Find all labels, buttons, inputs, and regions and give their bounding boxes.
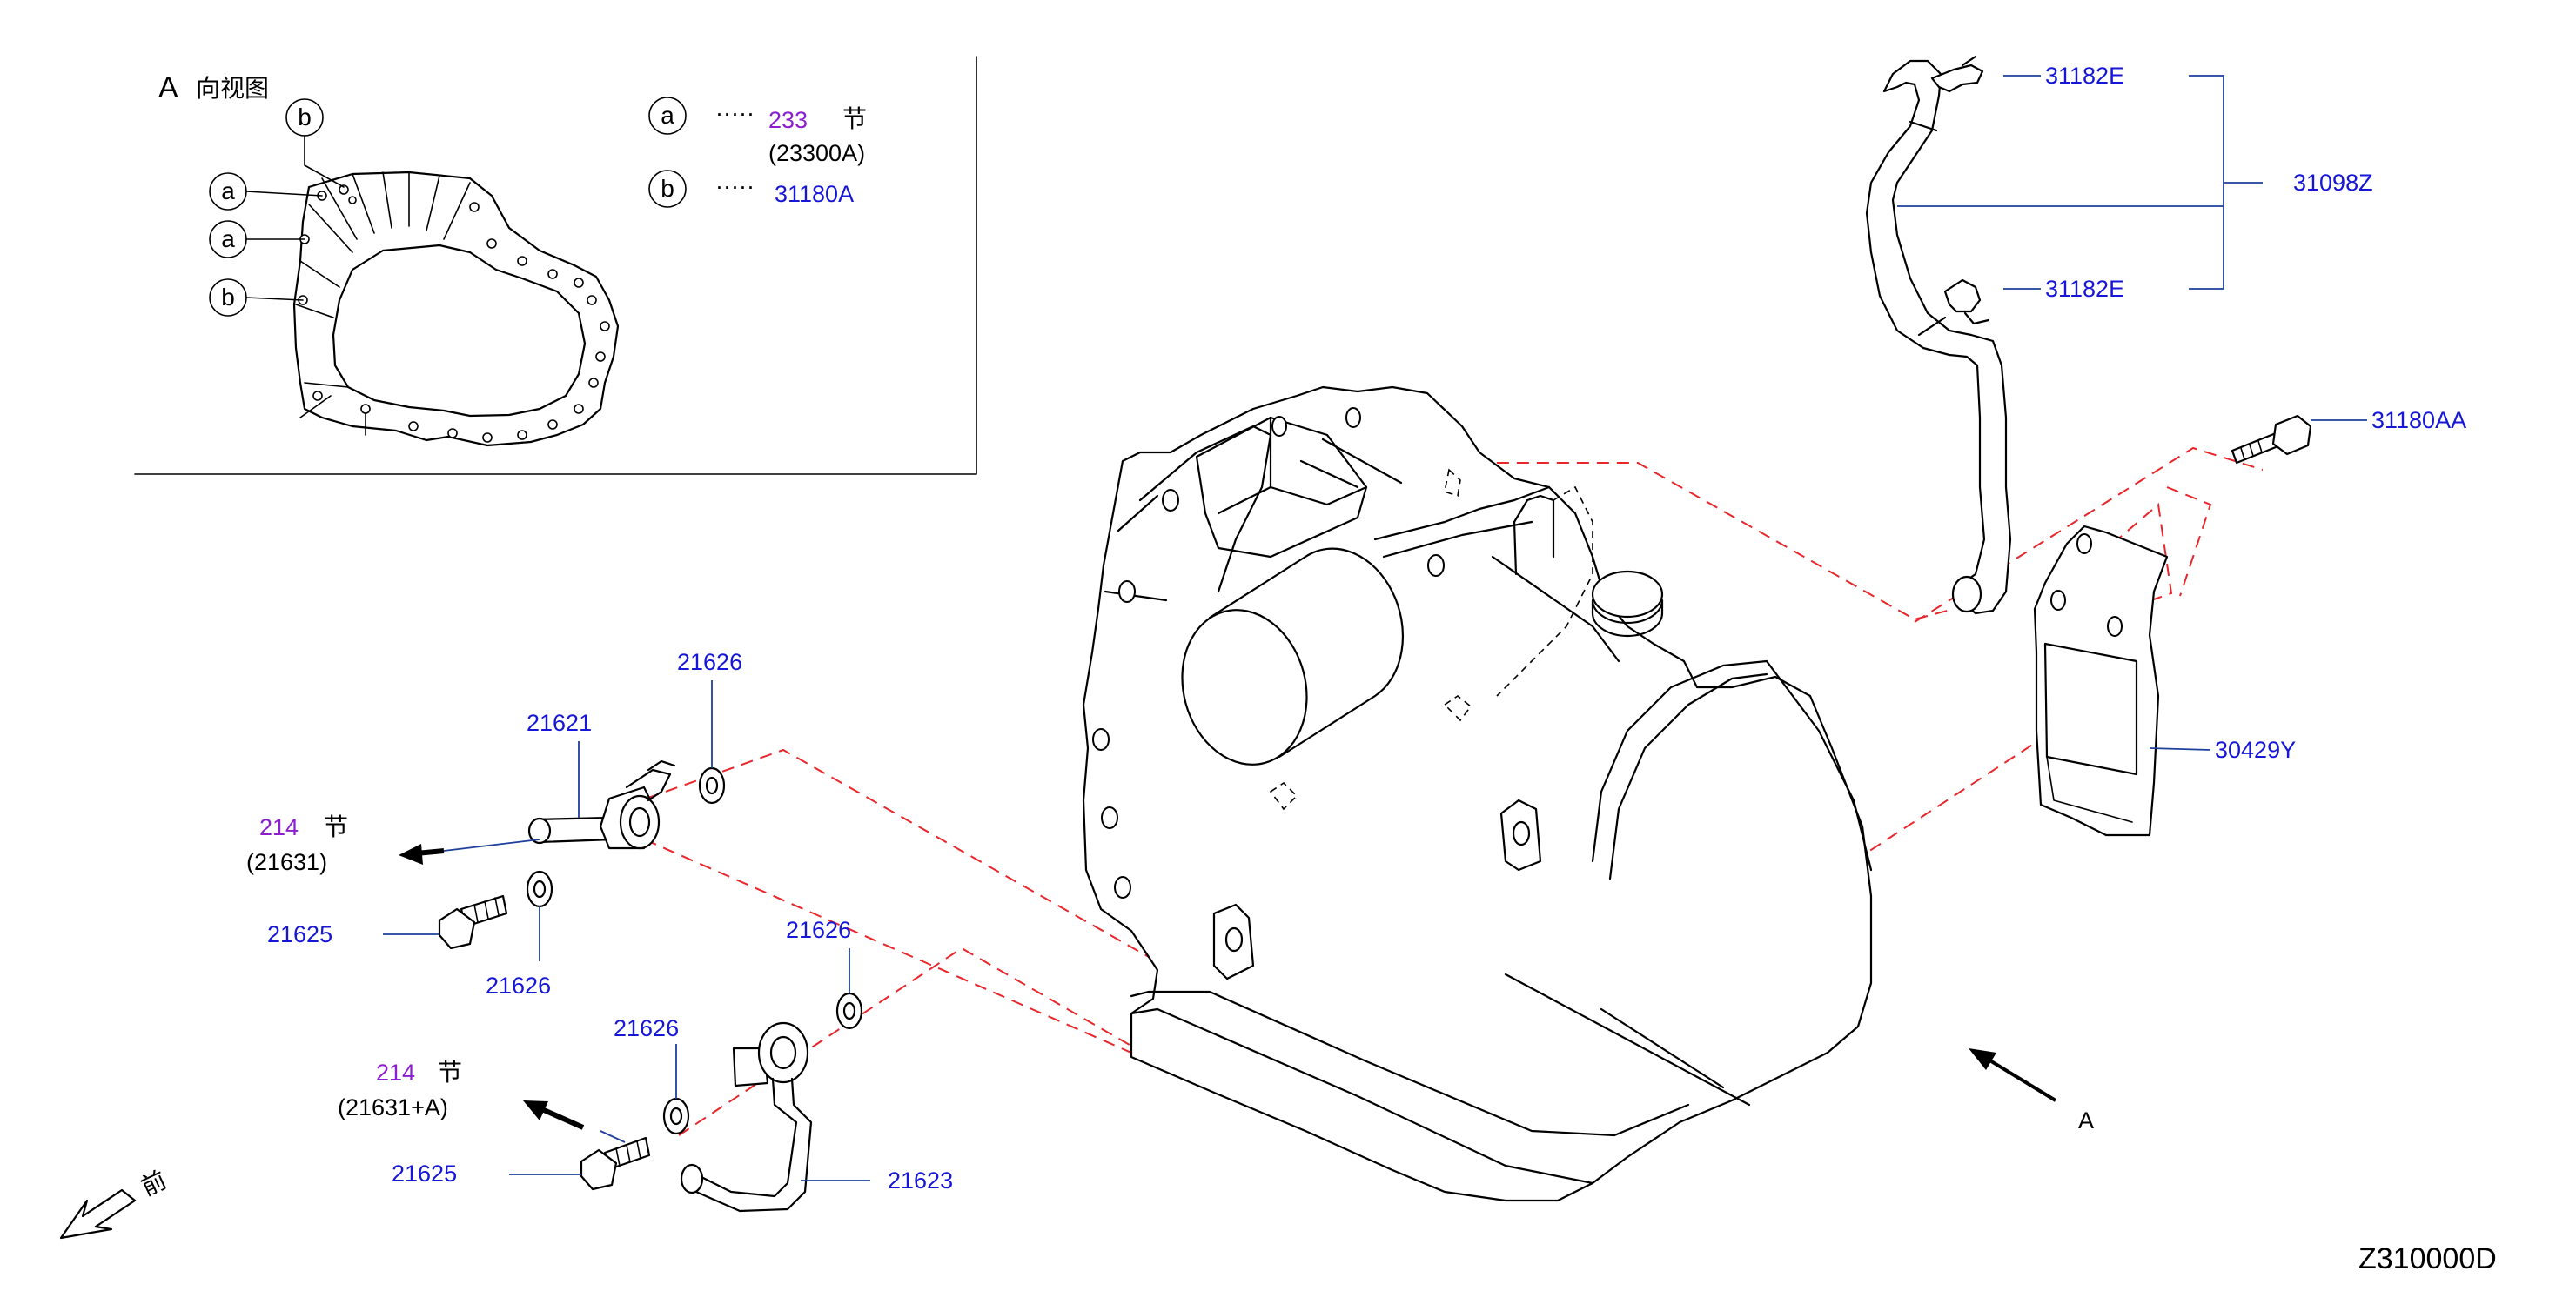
ref2-suffix: 节 — [438, 1058, 462, 1087]
housing-flange-drawing — [292, 171, 620, 447]
inset-callout-a-1: a — [209, 172, 323, 211]
view-a-letter: A — [158, 71, 178, 104]
legend-a: a ····· 233 节 (23300A) — [648, 97, 867, 166]
front-label: 前 — [137, 1166, 171, 1202]
ref-arrow-21631 — [399, 844, 445, 865]
svg-text:·····: ····· — [715, 173, 755, 199]
svg-text:·····: ····· — [715, 100, 755, 126]
washer-21626-d — [662, 1097, 690, 1135]
part-21625-a: 21625 — [267, 921, 332, 947]
front-direction-arrow — [59, 1188, 137, 1240]
view-arrow-label: A — [2078, 1107, 2094, 1134]
svg-text:31180A: 31180A — [775, 181, 854, 207]
part-21621: 21621 — [527, 710, 592, 736]
ref-arrow-21631A — [523, 1100, 585, 1130]
part-21626-d: 21626 — [614, 1015, 679, 1041]
bolt-21625-b — [580, 1136, 651, 1191]
part-31180AA: 31180AA — [2371, 407, 2466, 433]
svg-text:节: 节 — [842, 104, 867, 133]
part-21626-a: 21626 — [677, 649, 742, 675]
part-31098Z: 31098Z — [2293, 170, 2373, 196]
inset-callout-b-top: b — [285, 98, 345, 188]
cooler-connector-21621 — [527, 759, 676, 850]
breather-hose-assembly — [1865, 55, 2012, 615]
legend-b: b ····· 31180A — [648, 170, 854, 208]
svg-text:b: b — [221, 284, 235, 311]
ref1-suffix: 节 — [324, 813, 348, 841]
ref1-section: 214 — [259, 814, 299, 840]
svg-text:b: b — [298, 104, 312, 130]
bolt-31180AA — [2231, 414, 2312, 465]
ref1-part: (21631) — [246, 849, 327, 875]
ref2-part: (21631+A) — [338, 1094, 448, 1120]
view-a-inset: A 向视图 b — [134, 56, 977, 475]
svg-text:a: a — [661, 102, 674, 129]
svg-text:a: a — [221, 177, 235, 204]
view-a-title: 向视图 — [196, 74, 269, 103]
hose-clip-top — [1930, 55, 1984, 93]
part-21626-b: 21626 — [486, 973, 551, 999]
part-21626-c: 21626 — [786, 917, 851, 943]
view-a-arrow — [1969, 1048, 2057, 1102]
svg-text:b: b — [661, 175, 674, 202]
part-21625-b: 21625 — [392, 1161, 457, 1187]
washer-21626-b — [526, 870, 553, 908]
inset-callout-b-2: b — [209, 278, 304, 317]
diagram-code: Z310000D — [2358, 1242, 2497, 1275]
bolt-21625-a — [438, 894, 508, 950]
ref2-section: 214 — [376, 1060, 415, 1086]
bracket-30429Y — [2033, 525, 2169, 837]
svg-text:a: a — [221, 225, 235, 252]
svg-text:(23300A): (23300A) — [768, 140, 865, 166]
hose-clip-bottom — [1943, 278, 1990, 325]
part-31182E-top: 31182E — [2045, 63, 2124, 89]
part-21623: 21623 — [888, 1167, 953, 1194]
leader-lines — [383, 75, 2367, 1181]
part-30429Y: 30429Y — [2215, 737, 2296, 763]
transmission-case — [1082, 385, 1873, 1202]
inset-callout-a-2: a — [209, 220, 305, 258]
pipe-21623 — [680, 1021, 813, 1213]
svg-text:233: 233 — [768, 107, 808, 133]
washer-21626-a — [698, 766, 726, 805]
washer-21626-c — [835, 992, 863, 1030]
part-31182E-bottom: 31182E — [2045, 276, 2124, 302]
